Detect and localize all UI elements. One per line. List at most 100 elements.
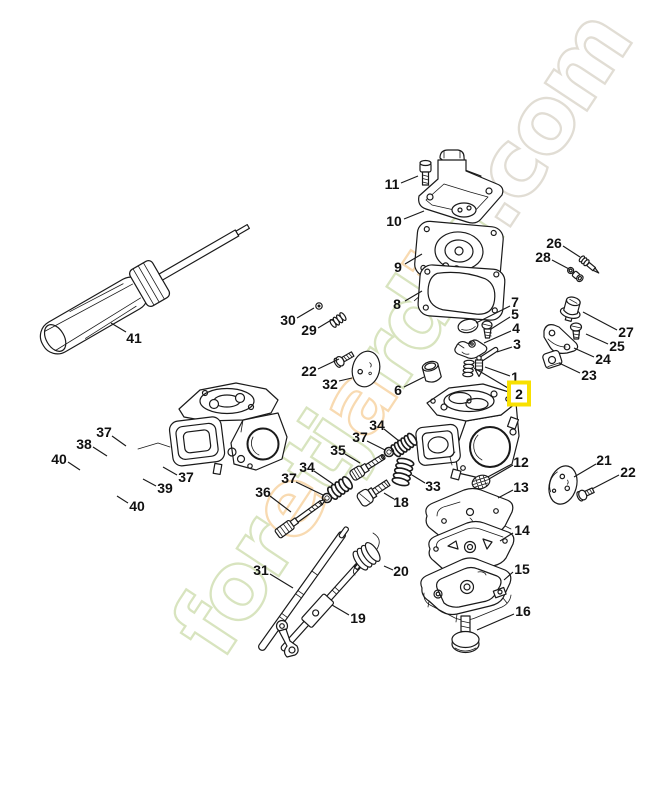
part-number-label[interactable]: 32 [322, 376, 338, 392]
callout-13[interactable]: 13 [497, 479, 529, 499]
callout-25[interactable]: 25 [585, 333, 625, 354]
callout-22[interactable]: 22 [591, 464, 636, 490]
part-number-label[interactable]: 3 [513, 336, 521, 352]
callout-9[interactable]: 9 [394, 253, 423, 275]
callout-33[interactable]: 33 [411, 474, 441, 494]
callout-10[interactable]: 10 [386, 210, 425, 229]
part-number-label[interactable]: 23 [581, 367, 597, 383]
part-number-label[interactable]: 37 [96, 424, 112, 440]
callout-6[interactable]: 6 [394, 376, 425, 398]
callout-38[interactable]: 38 [76, 436, 108, 457]
part-number-label[interactable]: 31 [253, 562, 269, 578]
part-number-label[interactable]: 38 [76, 436, 92, 452]
part-number-label[interactable]: 34 [299, 459, 315, 475]
part-number-label[interactable]: 12 [513, 454, 529, 470]
callout-2[interactable]: 2 [473, 367, 531, 407]
part-number-label[interactable]: 2 [515, 386, 523, 402]
part-number-label[interactable]: 37 [178, 469, 194, 485]
part-number-label[interactable]: 24 [595, 351, 611, 367]
callout-29[interactable]: 29 [301, 318, 334, 338]
callout-3[interactable]: 3 [496, 336, 521, 353]
callout-15[interactable]: 15 [503, 561, 530, 581]
part-number-label[interactable]: 21 [596, 452, 612, 468]
leader-line [403, 210, 425, 220]
part-number-label[interactable]: 40 [51, 451, 67, 467]
part-number-label[interactable]: 14 [514, 522, 530, 538]
part-number-label[interactable]: 27 [618, 324, 634, 340]
part-number-label[interactable]: 6 [394, 382, 402, 398]
callout-5[interactable]: 5 [490, 306, 519, 330]
part-number-label[interactable]: 10 [386, 213, 402, 229]
part-idle-screw [349, 453, 386, 481]
callout-35[interactable]: 35 [330, 442, 361, 464]
part-number-label[interactable]: 11 [385, 176, 400, 192]
callout-40[interactable]: 40 [51, 451, 81, 471]
callout-32[interactable]: 32 [322, 376, 353, 392]
callout-4[interactable]: 4 [483, 320, 520, 344]
leader-line [558, 362, 581, 374]
callout-16[interactable]: 16 [476, 603, 531, 631]
part-number-label[interactable]: 28 [535, 249, 551, 265]
part-number-label[interactable]: 25 [609, 338, 625, 354]
callout-21[interactable]: 21 [573, 452, 612, 478]
callout-14[interactable]: 14 [499, 522, 530, 542]
callout-37[interactable]: 37 [162, 466, 194, 485]
part-number-label[interactable]: 1 [511, 369, 519, 385]
callout-18[interactable]: 18 [383, 492, 409, 510]
part-number-label[interactable]: 13 [513, 479, 529, 495]
leader-line [473, 367, 509, 389]
callout-37[interactable]: 37 [281, 470, 324, 496]
part-number-label[interactable]: 29 [301, 322, 317, 338]
part-number-label[interactable]: 7 [511, 294, 519, 310]
callout-11[interactable]: 11 [385, 175, 419, 192]
callout-1[interactable]: 1 [484, 366, 519, 385]
callout-40[interactable]: 40 [116, 495, 145, 514]
callout-27[interactable]: 27 [582, 311, 634, 340]
part-number-label[interactable]: 34 [369, 417, 385, 433]
part-number-label[interactable]: 40 [129, 498, 145, 514]
part-number-label[interactable]: 37 [281, 470, 297, 486]
callout-7[interactable]: 7 [475, 294, 519, 324]
callout-20[interactable]: 20 [383, 563, 409, 579]
part-number-label[interactable]: 36 [255, 484, 271, 500]
callout-8[interactable]: 8 [393, 290, 423, 312]
callout-34[interactable]: 34 [369, 417, 400, 442]
part-number-label[interactable]: 26 [546, 235, 562, 251]
callout-19[interactable]: 19 [331, 604, 366, 626]
callout-24[interactable]: 24 [573, 347, 611, 367]
part-number-label[interactable]: 20 [393, 563, 409, 579]
callout-30[interactable]: 30 [280, 307, 315, 328]
leader-line [295, 481, 324, 496]
part-number-label[interactable]: 4 [512, 320, 520, 336]
callout-28[interactable]: 28 [535, 249, 570, 270]
part-number-label[interactable]: 35 [330, 442, 346, 458]
part-number-label[interactable]: 15 [514, 561, 530, 577]
callout-37[interactable]: 37 [96, 424, 127, 447]
part-number-label[interactable]: 18 [393, 494, 409, 510]
callout-37[interactable]: 37 [352, 429, 386, 451]
callout-41[interactable]: 41 [110, 322, 142, 346]
callout-12[interactable]: 12 [488, 454, 529, 480]
leader-line [142, 478, 157, 487]
part-number-label[interactable]: 22 [620, 464, 636, 480]
leader-line [573, 463, 597, 478]
callout-31[interactable]: 31 [253, 562, 294, 589]
callout-36[interactable]: 36 [255, 484, 292, 513]
callout-26[interactable]: 26 [546, 235, 581, 258]
callout-39[interactable]: 39 [142, 478, 173, 496]
callout-34[interactable]: 34 [299, 459, 334, 485]
callout-22[interactable]: 22 [301, 358, 340, 379]
callout-23[interactable]: 23 [558, 362, 597, 383]
part-number-label[interactable]: 19 [350, 610, 366, 626]
part-number-label[interactable]: 5 [511, 306, 519, 322]
part-number-label[interactable]: 22 [301, 363, 317, 379]
part-number-label[interactable]: 9 [394, 259, 402, 275]
part-number-label[interactable]: 39 [157, 480, 173, 496]
part-number-label[interactable]: 33 [425, 478, 441, 494]
part-number-label[interactable]: 30 [280, 312, 296, 328]
leader-line [67, 461, 81, 471]
part-number-label[interactable]: 41 [126, 330, 142, 346]
part-number-label[interactable]: 16 [515, 603, 531, 619]
part-number-label[interactable]: 37 [352, 429, 368, 445]
part-number-label[interactable]: 8 [393, 296, 401, 312]
